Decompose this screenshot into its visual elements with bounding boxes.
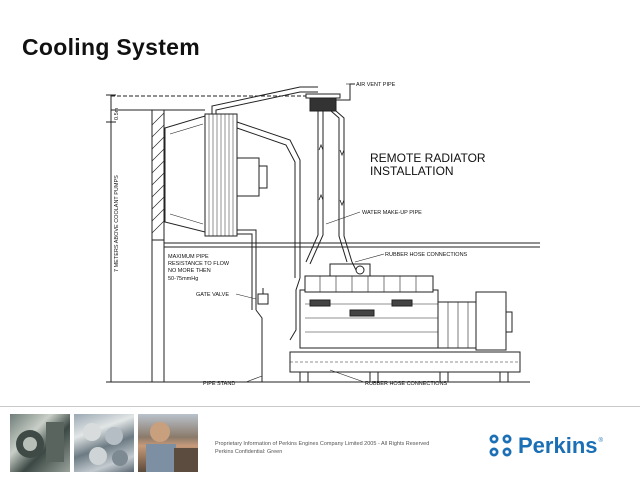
engine-block	[299, 289, 439, 349]
vent-pipe	[211, 86, 318, 114]
inlet-pipe	[237, 229, 257, 310]
clearance-dimension-label: 0.5m	[114, 107, 120, 120]
rubber-hose-top-label: RUBBER HOSE CONNECTIONS	[385, 252, 468, 258]
engine-photo-2	[74, 414, 134, 472]
diagram-heading-line2: INSTALLATION	[370, 164, 454, 178]
engine-photo-1	[10, 414, 70, 472]
registered-mark: ®	[598, 438, 603, 444]
legal-line-2: Perkins Confidential: Green	[215, 449, 283, 455]
rubber-hose-bottom-label: RUBBER HOSE CONNECTIONS	[365, 381, 448, 387]
resistance-note-line1: MAXIMUM PIPE	[168, 254, 209, 260]
resistance-note-line2: RESISTANCE TO FLOW	[168, 261, 230, 267]
height-dimension-label: 7 METERS ABOVE COOLANT PUMPS	[114, 175, 120, 272]
perkins-logo-icon	[489, 434, 512, 457]
fan-motor	[236, 157, 260, 197]
page-title: Cooling System	[22, 34, 201, 60]
air-vent-pipe-label: AIR VENT PIPE	[356, 82, 396, 88]
outlet-pipe	[236, 121, 301, 278]
resistance-note-line3: NO MORE THEN	[168, 268, 211, 274]
wall	[151, 109, 165, 241]
footer-divider	[0, 406, 640, 407]
perkins-logo-text: Perkins	[518, 433, 598, 458]
pipe-stand-label: PIPE STAND	[203, 381, 235, 387]
gate-valve-label: GATE VALVE	[196, 292, 229, 298]
water-make-up-pipe	[305, 111, 319, 263]
water-make-up-pipe-label: WATER MAKE-UP PIPE	[362, 210, 422, 216]
engineer-photo	[138, 414, 198, 472]
diagram-heading-line1: REMOTE RADIATOR	[370, 151, 486, 165]
perkins-logo: Perkins ®	[488, 433, 603, 459]
resistance-note-line4: 50-75mmHg	[168, 276, 198, 282]
legal-notice: Proprietary Information of Perkins Engin…	[215, 440, 429, 456]
legal-line-1: Proprietary Information of Perkins Engin…	[215, 441, 430, 447]
remote-radiator-diagram: REMOTE RADIATOR INSTALLATION AIR VENT PI…	[106, 82, 540, 387]
header-tank	[309, 96, 337, 112]
gate-valve	[257, 293, 269, 305]
